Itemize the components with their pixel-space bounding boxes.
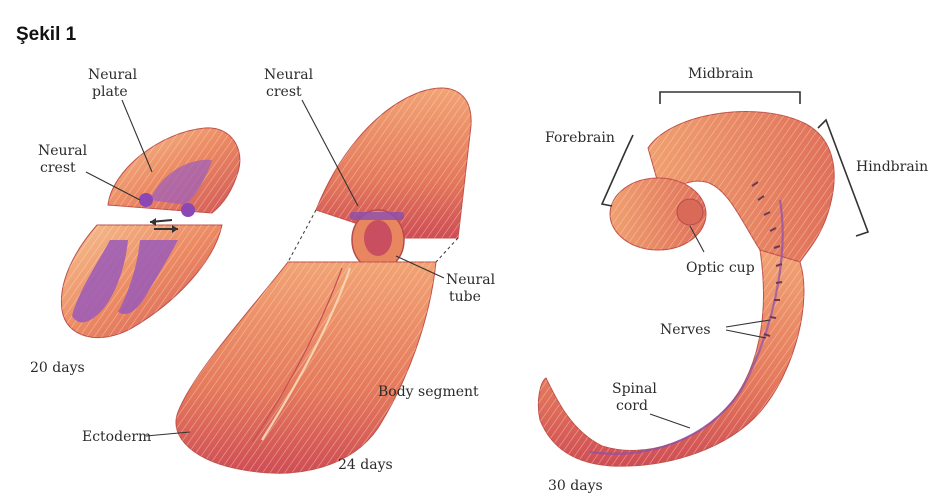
- label-neural-plate-line2: plate: [92, 84, 128, 100]
- label-neural-crest-24-line2: crest: [266, 84, 302, 100]
- label-midbrain: Midbrain: [688, 66, 753, 82]
- caption-20-days: 20 days: [30, 360, 85, 376]
- label-neural-crest-20-line1: Neural: [38, 143, 88, 159]
- label-ectoderm: Ectoderm: [82, 429, 151, 445]
- caption-30-days: 30 days: [548, 478, 603, 494]
- label-forebrain: Forebrain: [545, 130, 615, 146]
- label-body-segment: Body segment: [378, 384, 479, 400]
- label-optic-cup: Optic cup: [686, 260, 755, 276]
- label-neural-tube-line2: tube: [449, 289, 481, 305]
- label-neural-crest-20-line2: crest: [40, 160, 76, 176]
- optic-cup-shape: [677, 199, 703, 225]
- label-neural-crest-24-line1: Neural: [264, 67, 314, 83]
- label-neural-tube-line1: Neural: [446, 272, 496, 288]
- label-spinal-cord-line2: cord: [616, 398, 648, 414]
- label-spinal-cord-line1: Spinal: [612, 381, 657, 397]
- label-neural-plate-line1: Neural: [88, 67, 138, 83]
- embryo-20-days: [61, 128, 239, 338]
- embryo-30-days: [538, 112, 834, 467]
- label-hindbrain: Hindbrain: [856, 159, 928, 175]
- label-nerves: Nerves: [660, 322, 711, 338]
- caption-24-days: 24 days: [338, 457, 393, 473]
